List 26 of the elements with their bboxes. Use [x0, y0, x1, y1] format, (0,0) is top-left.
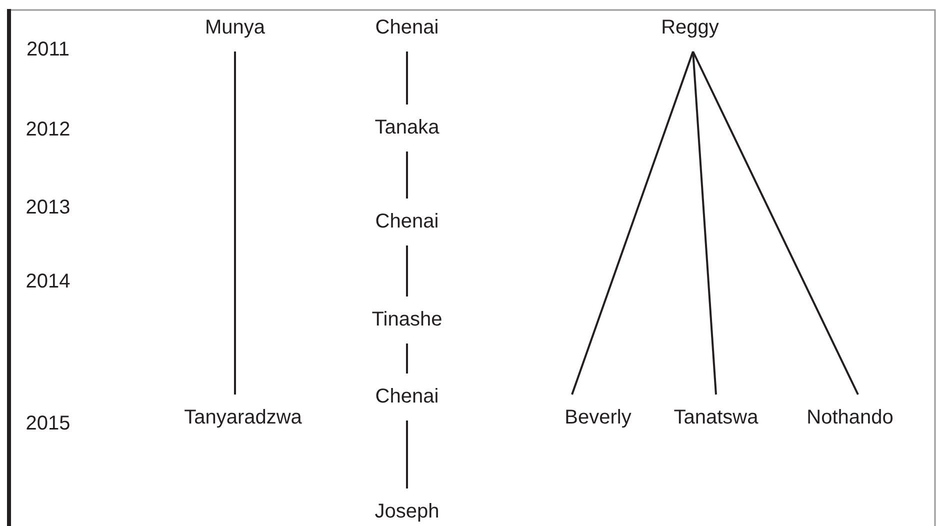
person-name: Joseph: [374, 500, 440, 522]
connector-line: [571, 51, 694, 395]
connector-line: [406, 344, 408, 374]
year-label: 2011: [26, 38, 70, 62]
connector-line: [406, 420, 408, 488]
person-name: Nothando: [806, 406, 894, 428]
person-name: Tinashe: [372, 308, 442, 330]
connector-line: [692, 51, 859, 395]
connector-line: [406, 152, 408, 198]
person-name: Chenai: [375, 386, 439, 408]
person-name: Tanyaradzwa: [184, 406, 302, 428]
connector-line: [234, 52, 236, 394]
person-name: Tanatswa: [674, 406, 758, 428]
connector-line: [406, 52, 408, 104]
year-label: 2015: [26, 412, 70, 436]
year-label: 2014: [26, 270, 70, 294]
person-name: Munya: [204, 16, 266, 38]
person-name: Chenai: [375, 16, 439, 38]
person-name: Chenai: [375, 210, 439, 232]
connector-line: [406, 246, 408, 296]
person-name: Reggy: [661, 16, 719, 38]
person-name: Tanaka: [374, 116, 440, 138]
year-label: 2012: [26, 118, 70, 142]
year-label: 2013: [26, 196, 70, 220]
person-name: Beverly: [564, 406, 632, 428]
connector-line: [692, 51, 717, 395]
